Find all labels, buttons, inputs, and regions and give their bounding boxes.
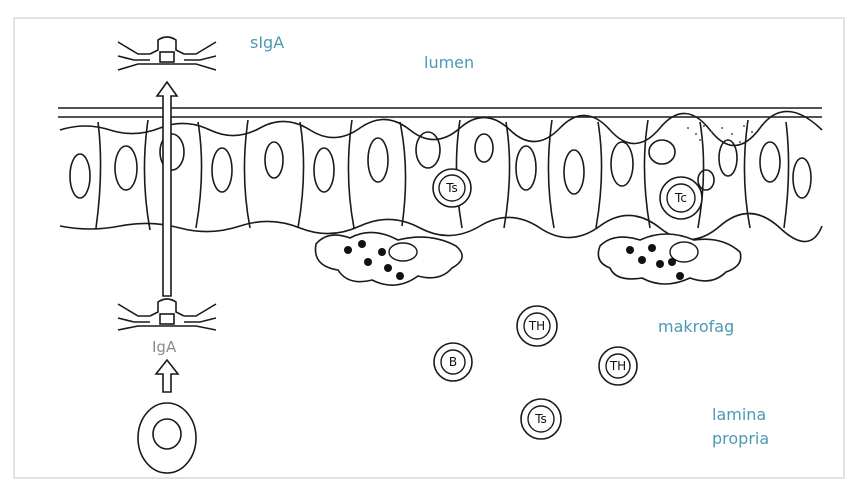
siga-dimer-icon bbox=[118, 37, 216, 70]
ts-cell-label: Ts bbox=[445, 181, 458, 195]
transcytosis-arrow bbox=[157, 82, 177, 296]
plasma-cell bbox=[138, 403, 196, 473]
b-cell: B bbox=[434, 343, 472, 381]
th-cell-2-label: TH bbox=[609, 359, 626, 373]
th-cell-1-label: TH bbox=[528, 319, 545, 333]
iga-dimer-icon bbox=[118, 299, 216, 330]
ts-cell-lamina: Ts bbox=[521, 399, 561, 439]
b-cell-label: B bbox=[449, 355, 457, 369]
epithelial-surface bbox=[58, 108, 822, 117]
iga-label: IgA bbox=[152, 338, 177, 356]
siga-label: sIgA bbox=[250, 33, 284, 52]
tc-cell-label: Tc bbox=[674, 191, 687, 205]
macrophage-right bbox=[598, 234, 740, 284]
makrofag-label: makrofag bbox=[658, 317, 734, 336]
th-cell-2: TH bbox=[599, 347, 637, 385]
th-cell-1: TH bbox=[517, 306, 557, 346]
lumen-label: lumen bbox=[424, 53, 474, 72]
lamina-propria-label-line2: propria bbox=[712, 429, 769, 448]
macrophage-left bbox=[315, 232, 462, 285]
ts-cell-lamina-label: Ts bbox=[534, 412, 547, 426]
arrow-plasma-to-iga bbox=[156, 360, 178, 392]
tc-cell-epithelial: Tc bbox=[660, 177, 702, 219]
lamina-propria-label-line1: lamina bbox=[712, 405, 766, 424]
ts-cell-epithelial: Ts bbox=[433, 169, 471, 207]
